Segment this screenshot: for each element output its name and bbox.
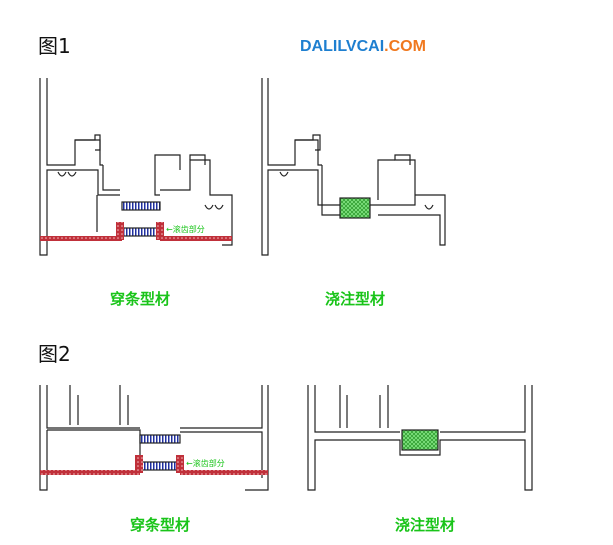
figure-2-label: 图2: [38, 342, 71, 366]
fig1-right-caption: 浇注型材: [325, 290, 386, 308]
fig1-strip-profile: [39, 78, 233, 256]
fig1-knurl-label: ←滚齿部分: [166, 224, 205, 234]
figure-1-label: 图1: [38, 34, 71, 58]
fig2-right-caption: 浇注型材: [395, 516, 456, 534]
fig1-pour-profile: [261, 78, 446, 256]
fig2-strip-profile: [39, 385, 269, 491]
fig1-left-caption: 穿条型材: [110, 290, 171, 308]
brand-main: DALILVCAI: [300, 38, 385, 55]
fig2-left-caption: 穿条型材: [130, 516, 191, 534]
brand-watermark: DALILVCAI.COM: [300, 38, 426, 56]
fig2-pour-profile: [307, 385, 533, 491]
brand-suffix: .COM: [384, 38, 426, 55]
fig2-knurl-label: ←滚齿部分: [186, 458, 225, 468]
